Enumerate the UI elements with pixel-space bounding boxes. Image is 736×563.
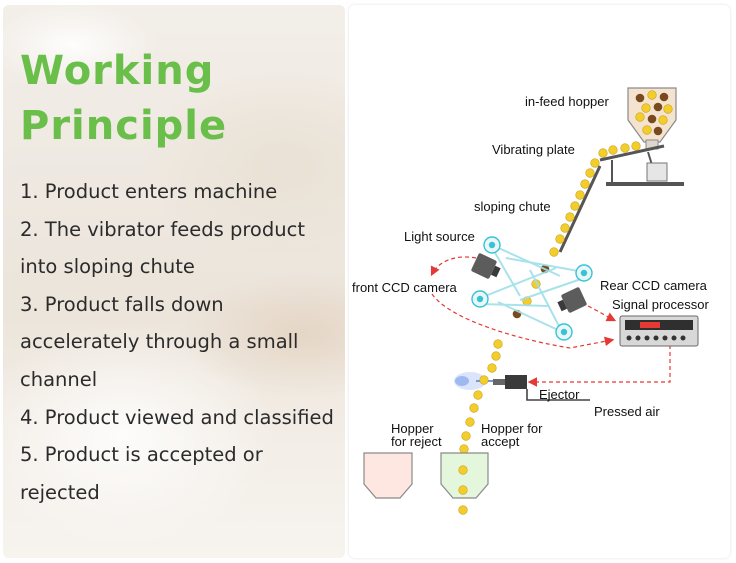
label-signal-processor: Signal processor: [612, 297, 709, 312]
step-line: 4. Product viewed and classified: [20, 405, 334, 429]
step-line: 2. The vibrator feeds product: [20, 217, 305, 241]
front-camera-icon: [471, 253, 501, 279]
label-hopper-reject-sub: for reject: [391, 434, 442, 449]
signal-processor-icon: [619, 315, 699, 347]
sloping-chute: [558, 165, 602, 253]
label-hopper-accept: Hopper for: [481, 421, 543, 436]
light-source-icon: [575, 264, 593, 282]
accept-hopper: [440, 452, 489, 515]
label-hopper-accept-sub: accept: [481, 434, 520, 449]
page-title: Working Principle: [20, 44, 227, 154]
hopper-grains: [635, 90, 673, 136]
label-sloping-chute: sloping chute: [474, 199, 551, 214]
light-source-icon: [555, 323, 573, 341]
label-front-ccd-camera: front CCD camera: [352, 280, 458, 295]
background-overlay: [3, 5, 345, 558]
light-source-icon: [483, 236, 501, 254]
rear-camera-icon: [557, 287, 587, 313]
label-ejector: Ejector: [539, 387, 580, 402]
label-light-source: Light source: [404, 229, 475, 244]
step-line: rejected: [20, 480, 100, 504]
reject-hopper: [363, 452, 413, 499]
steps-list: 1. Product enters machine 2. The vibrato…: [20, 173, 340, 511]
ejector-icon: [493, 375, 590, 401]
chute-grains: [512, 141, 641, 319]
title-line-2: Principle: [20, 103, 228, 149]
label-rear-ccd-camera: Rear CCD camera: [600, 278, 708, 293]
light-beams: [479, 244, 585, 333]
light-source-icon: [471, 290, 489, 308]
vibrating-plate: [599, 144, 684, 186]
falling-grains: [459, 339, 503, 454]
rice-background-panel: [3, 5, 345, 558]
step-line: 5. Product is accepted or: [20, 443, 263, 467]
step-line: into sloping chute: [20, 255, 195, 279]
step-line: 1. Product enters machine: [20, 180, 278, 203]
signal-paths: [430, 256, 671, 387]
title-line-1: Working: [20, 48, 215, 94]
step-line: accelerately through a small: [20, 330, 299, 354]
step-line: channel: [20, 367, 98, 391]
label-in-feed-hopper: in-feed hopper: [525, 94, 610, 109]
label-vibrating-plate: Vibrating plate: [492, 142, 575, 157]
label-pressed-air: Pressed air: [594, 404, 660, 419]
step-line: 3. Product falls down: [20, 292, 224, 316]
label-hopper-reject: Hopper: [391, 421, 434, 436]
